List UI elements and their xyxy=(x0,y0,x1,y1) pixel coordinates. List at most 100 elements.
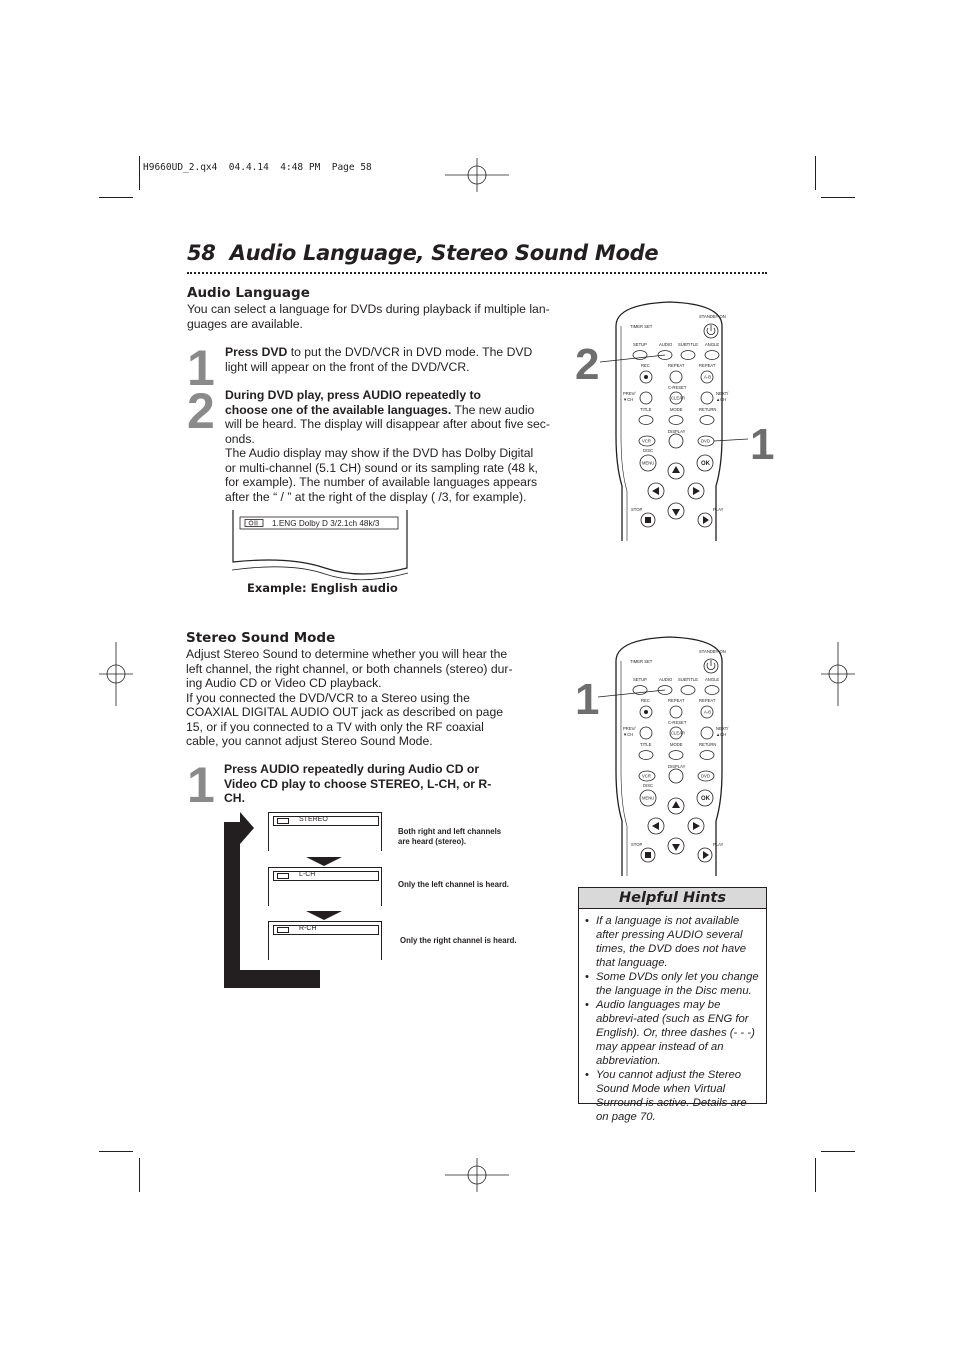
lch-caption: Only the left channel is heard. xyxy=(398,880,509,889)
svg-text:A-B: A-B xyxy=(704,375,711,380)
crop-mark xyxy=(139,1158,140,1192)
svg-text:TITLE: TITLE xyxy=(640,407,652,412)
svg-text:SETUP: SETUP xyxy=(633,677,647,682)
svg-text:DISC: DISC xyxy=(643,783,653,788)
hint-item: If a language is not available after pre… xyxy=(585,914,760,970)
rch-display: R-CH xyxy=(268,921,382,960)
page-number: 58 xyxy=(187,241,216,265)
svg-text:TITLE: TITLE xyxy=(640,742,652,747)
rch-caption: Only the right channel is heard. xyxy=(400,936,517,945)
remote-illustration-bottom: STANDBY-ON TIMER SET SETUP AUDIO SUBTITL… xyxy=(570,631,780,876)
svg-text:C-RESET: C-RESET xyxy=(668,720,687,725)
svg-text:AUDIO: AUDIO xyxy=(659,677,673,682)
step-number: 1 xyxy=(187,340,215,396)
svg-text:▲CH: ▲CH xyxy=(716,397,726,402)
display-mode-label: STEREO xyxy=(299,816,328,823)
svg-text:REPEAT: REPEAT xyxy=(668,698,685,703)
crop-mark xyxy=(815,1158,816,1192)
svg-text:PREV/: PREV/ xyxy=(623,726,636,731)
svg-text:RETURN: RETURN xyxy=(699,407,716,412)
svg-text:A-B: A-B xyxy=(704,710,711,715)
svg-text:SUBTITLE: SUBTITLE xyxy=(678,342,698,347)
audio-display-text: 1.ENG Dolby D 3/2.1ch 48k/3 xyxy=(272,519,380,528)
helpful-hints-title: Helpful Hints xyxy=(579,888,766,909)
svg-text:DISC: DISC xyxy=(643,448,653,453)
svg-text:DVD: DVD xyxy=(701,774,710,779)
svg-text:MENU: MENU xyxy=(642,796,654,801)
svg-text:▼CH: ▼CH xyxy=(623,397,633,402)
svg-text:MENU: MENU xyxy=(642,461,654,466)
svg-text:REPEAT: REPEAT xyxy=(699,698,716,703)
speaker-icon xyxy=(277,927,289,933)
hint-item: You cannot adjust the Stereo Sound Mode … xyxy=(585,1068,760,1124)
page-title-text: Audio Language, Stereo Sound Mode xyxy=(229,241,659,265)
svg-text:PLAY: PLAY xyxy=(713,507,724,512)
page-title: 58 Audio Language, Stereo Sound Mode xyxy=(187,241,659,265)
svg-text:VCR: VCR xyxy=(642,439,651,444)
audio-step1-text: Press DVD to put the DVD/VCR in DVD mode… xyxy=(225,345,533,374)
display-mode-label: R-CH xyxy=(299,925,317,932)
step-number: 2 xyxy=(187,383,215,439)
svg-text:MODE: MODE xyxy=(670,407,683,412)
stereo-display: STEREO xyxy=(268,812,382,851)
svg-text:REC: REC xyxy=(641,698,650,703)
svg-text:DISPLAY: DISPLAY xyxy=(668,429,686,434)
stereo-step1-text: Press AUDIO repeatedly during Audio CD o… xyxy=(224,762,492,805)
audio-language-heading: Audio Language xyxy=(187,285,310,301)
svg-text:REPEAT: REPEAT xyxy=(699,363,716,368)
stereo-sound-heading: Stereo Sound Mode xyxy=(186,630,336,646)
audio-step2-text: During DVD play, press AUDIO repeatedly … xyxy=(225,388,550,504)
svg-text:CLEAR: CLEAR xyxy=(671,396,685,401)
remote-illustration-top: STANDBY-ON TIMER SET SETUP AUDIO SUBTITL… xyxy=(570,296,780,541)
svg-text:STANDBY-ON: STANDBY-ON xyxy=(699,649,726,654)
svg-text:TIMER SET: TIMER SET xyxy=(630,659,653,664)
crop-mark xyxy=(99,1151,133,1152)
registration-mark xyxy=(821,642,855,706)
crop-mark xyxy=(821,197,855,198)
svg-text:ANGLE: ANGLE xyxy=(705,677,719,682)
stereo-caption: Both right and left channels are heard (… xyxy=(398,827,502,846)
svg-text:REC: REC xyxy=(641,363,650,368)
svg-text:REPEAT: REPEAT xyxy=(668,363,685,368)
callout-number: 1 xyxy=(575,675,600,724)
registration-mark xyxy=(445,1158,509,1192)
svg-text:STOP: STOP xyxy=(631,507,643,512)
helpful-hints-box: Helpful Hints If a language is not avail… xyxy=(578,887,767,1123)
svg-text:▲CH: ▲CH xyxy=(716,732,726,737)
svg-text:PLAY: PLAY xyxy=(713,842,724,847)
audio-language-intro: You can select a language for DVDs durin… xyxy=(187,302,550,331)
registration-mark xyxy=(445,158,509,192)
title-rule xyxy=(187,272,767,274)
stereo-cycle-diagram xyxy=(224,812,342,988)
hint-item: Some DVDs only let you change the langua… xyxy=(585,970,760,998)
svg-text:ANGLE: ANGLE xyxy=(705,342,719,347)
crop-mark xyxy=(139,156,140,190)
svg-text:STOP: STOP xyxy=(631,842,643,847)
callout-number: 2 xyxy=(575,340,600,389)
speaker-icon xyxy=(277,873,289,879)
svg-text:PREV/: PREV/ xyxy=(623,391,636,396)
step-number: 1 xyxy=(187,757,215,813)
callout-number: 1 xyxy=(750,420,775,469)
slug-line: H9660UD_2.qx4 04.4.14 4:48 PM Page 58 xyxy=(143,162,372,173)
stereo-sound-text: Adjust Stereo Sound to determine whether… xyxy=(186,647,513,748)
svg-text:CLEAR: CLEAR xyxy=(671,731,685,736)
svg-text:SETUP: SETUP xyxy=(633,342,647,347)
lch-display: L-CH xyxy=(268,867,382,906)
svg-text:TIMER SET: TIMER SET xyxy=(630,324,653,329)
registration-mark xyxy=(99,642,133,706)
crop-mark xyxy=(99,197,133,198)
svg-text:DVD: DVD xyxy=(701,439,710,444)
speaker-icon xyxy=(277,818,289,824)
svg-text:OK: OK xyxy=(701,461,711,467)
crop-mark xyxy=(821,1151,855,1152)
tv-screen-example xyxy=(231,510,409,581)
svg-text:▼CH: ▼CH xyxy=(623,732,633,737)
crop-mark xyxy=(815,156,816,190)
display-mode-label: L-CH xyxy=(299,871,316,878)
svg-text:C-RESET: C-RESET xyxy=(668,385,687,390)
svg-text:NEXT/: NEXT/ xyxy=(716,726,729,731)
svg-text:DISPLAY: DISPLAY xyxy=(668,764,686,769)
example-caption: Example: English audio xyxy=(247,581,398,595)
svg-text:VCR: VCR xyxy=(642,774,651,779)
